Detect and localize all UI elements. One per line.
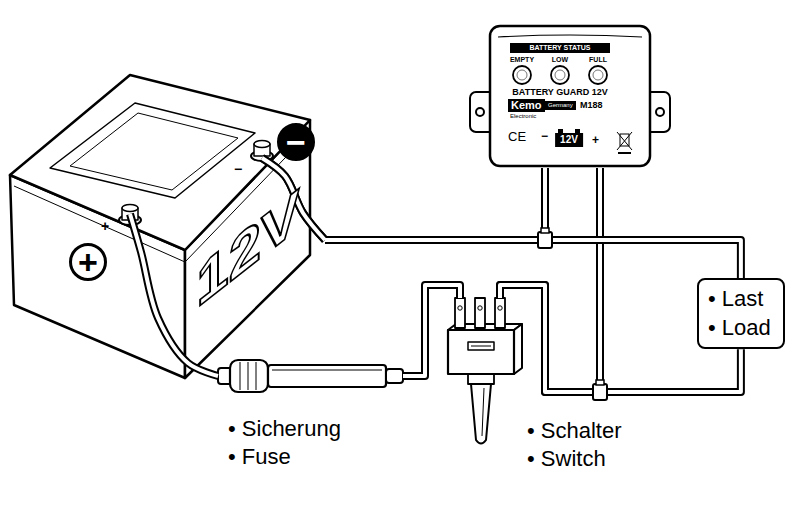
led-lens xyxy=(555,70,565,80)
battery-guard-module: BATTERY STATUS EMPTY LOW FULL BATTERY GUARD … xyxy=(470,22,670,168)
ce-mark: CE xyxy=(508,130,526,145)
brand-country: Germany xyxy=(545,101,576,110)
part-name: • Schalter xyxy=(527,418,622,443)
battery-illustration xyxy=(10,75,310,378)
status-led xyxy=(551,66,569,84)
switch-tab xyxy=(455,298,465,328)
switch-tab-hole xyxy=(478,306,482,310)
led-lens xyxy=(517,70,527,80)
mounting-hole xyxy=(476,108,484,116)
t-connector xyxy=(593,384,607,400)
polarity-mark: + xyxy=(592,134,599,148)
part-name: • Last xyxy=(708,285,771,314)
mounting-hole xyxy=(656,108,664,116)
switch-tab-hole xyxy=(498,306,502,310)
fuse-holder-end xyxy=(386,369,403,383)
battery-lid xyxy=(50,103,255,198)
switch-side-face xyxy=(514,324,522,374)
switch-lever-shade xyxy=(482,388,484,436)
status-led xyxy=(589,66,607,84)
fuse-cap-ridges xyxy=(240,362,256,390)
load-box: • Last• Load xyxy=(697,278,785,349)
terminal-top xyxy=(122,205,138,212)
housing-edge xyxy=(498,35,642,37)
t-connector xyxy=(538,232,552,248)
t-connector-stub xyxy=(596,380,604,385)
fuse-body-line xyxy=(272,370,382,371)
switch-outline xyxy=(440,290,530,450)
part-name: • Switch xyxy=(527,446,606,471)
part-name: • Fuse xyxy=(228,444,291,469)
brand-subtitle: Electronic xyxy=(510,113,536,120)
led-lens xyxy=(593,70,603,80)
terminal-mark: − xyxy=(234,161,242,177)
wire-inner xyxy=(262,158,741,278)
led-label: LOW xyxy=(552,56,568,64)
car-battery: 12V + − xyxy=(5,60,315,385)
polarity-mark: − xyxy=(541,130,548,144)
switch-collar xyxy=(468,374,494,384)
disposal-bin-cross xyxy=(617,132,632,150)
terminal-mark: + xyxy=(101,218,109,234)
switch-tab xyxy=(475,298,485,328)
wire-outer xyxy=(262,158,741,278)
voltage-label: 12V xyxy=(555,133,583,147)
fuse-outline xyxy=(218,358,403,394)
fuse-holder: • Sicherung• Fuse xyxy=(218,358,403,394)
switch-window-line xyxy=(471,346,491,347)
part-name: • Sicherung xyxy=(228,416,341,441)
battery-voltage: 12V xyxy=(193,172,303,325)
switch-tab xyxy=(495,298,505,328)
led-label: FULL xyxy=(589,56,607,64)
status-led xyxy=(513,66,531,84)
module-title: BATTERY GUARD 12V xyxy=(512,87,607,97)
polarity-symbol: + xyxy=(69,243,107,281)
led-label: EMPTY xyxy=(510,56,534,64)
switch-body xyxy=(448,330,514,374)
toggle-switch: • Schalter• Switch xyxy=(440,290,530,450)
fuse-cap xyxy=(230,360,268,392)
polarity-symbol: − xyxy=(277,123,315,161)
switch-lever xyxy=(471,384,491,444)
terminal-top xyxy=(254,141,270,148)
fuse-holder-body xyxy=(268,365,386,387)
module-housing xyxy=(490,26,650,166)
model-number: M188 xyxy=(580,100,603,110)
switch-tab-hole xyxy=(458,306,462,310)
status-heading: BATTERY STATUS xyxy=(510,43,610,53)
brand-logo: Kemo xyxy=(508,99,545,112)
switch-window xyxy=(468,342,494,350)
battery-lid-inner xyxy=(70,113,238,190)
wire-connector xyxy=(262,158,741,278)
disposal-bin-bar xyxy=(618,152,631,154)
t-connector-stub xyxy=(541,228,549,233)
part-name: • Load xyxy=(708,314,771,343)
